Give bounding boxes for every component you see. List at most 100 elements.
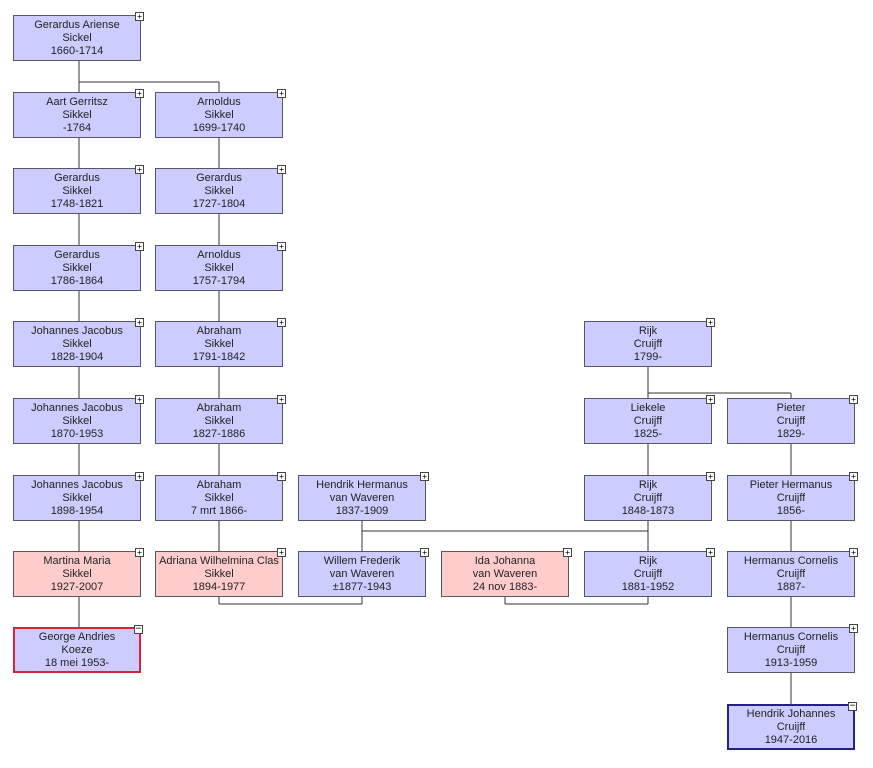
person-surname: Sikkel <box>62 262 92 274</box>
person-name: George Andries <box>38 631 116 643</box>
person-dates: 1870-1953 <box>50 428 104 440</box>
collapse-icon[interactable]: − <box>134 624 143 634</box>
person-surname: Sikkel <box>204 185 234 197</box>
collapse-icon[interactable]: − <box>848 701 857 711</box>
expand-icon[interactable]: + <box>849 548 858 557</box>
person-dates: 1791-1842 <box>192 351 246 363</box>
person-dates: 1825- <box>633 428 663 440</box>
person-name: Rijk <box>638 555 658 567</box>
person-name: Hendrik Hermanus <box>316 479 408 491</box>
expand-icon[interactable]: + <box>135 395 144 404</box>
person-surname: Cruijff <box>776 492 806 504</box>
person-surname: Sikkel <box>62 185 92 197</box>
person-dates: 1828-1904 <box>50 351 104 363</box>
person-name: Hermanus Cornelis <box>743 631 839 643</box>
person-dates: 1887- <box>776 581 806 593</box>
person-surname: Sikkel <box>204 109 234 121</box>
person-dates: 1748-1821 <box>50 198 104 210</box>
expand-icon[interactable]: + <box>420 548 429 557</box>
person-surname: Sikkel <box>204 338 234 350</box>
expand-icon[interactable]: + <box>420 472 429 481</box>
person-dates: 1827-1886 <box>192 428 246 440</box>
person-name: Abraham <box>196 479 242 491</box>
person-name: Arnoldus <box>197 249 241 261</box>
person-dates: 24 nov 1883- <box>472 581 538 593</box>
expand-icon[interactable]: + <box>706 395 715 404</box>
expand-icon[interactable]: + <box>849 395 858 404</box>
person-surname: Cruijff <box>633 338 663 350</box>
person-dates: 1727-1804 <box>192 198 246 210</box>
person-surname: Cruijff <box>776 721 806 733</box>
expand-icon[interactable]: + <box>849 472 858 481</box>
expand-icon[interactable]: + <box>135 165 144 174</box>
expand-icon[interactable]: + <box>706 472 715 481</box>
expand-icon[interactable]: + <box>277 165 286 174</box>
person-dates: 1757-1794 <box>192 275 246 287</box>
person-surname: Sikkel <box>204 568 234 580</box>
person-name: Adriana Wilhelmina Clas <box>159 555 279 567</box>
expand-icon[interactable]: + <box>135 472 144 481</box>
expand-icon[interactable]: + <box>563 548 572 557</box>
person-dates: ±1877-1943 <box>332 581 392 593</box>
expand-icon[interactable]: + <box>849 624 858 633</box>
person-surname: Sikkel <box>62 338 92 350</box>
person-surname: Koeze <box>61 644 93 656</box>
expand-icon[interactable]: + <box>706 548 715 557</box>
person-surname: Sikkel <box>204 415 234 427</box>
expand-icon[interactable]: + <box>277 548 286 557</box>
person-name: Aart Gerritsz <box>46 96 108 108</box>
expand-icon[interactable]: + <box>277 89 286 98</box>
person-name: Gerardus Ariense <box>34 19 120 31</box>
person-dates: 1786-1864 <box>50 275 104 287</box>
expand-icon[interactable]: + <box>135 89 144 98</box>
expand-icon[interactable]: + <box>277 472 286 481</box>
person-surname: Sikkel <box>62 492 92 504</box>
person-name: Arnoldus <box>197 96 241 108</box>
person-dates: 1913-1959 <box>764 657 818 669</box>
person-surname: Sikkel <box>62 415 92 427</box>
person-name: Gerardus <box>54 172 100 184</box>
expand-icon[interactable]: + <box>277 242 286 251</box>
expand-icon[interactable]: + <box>706 318 715 327</box>
expand-icon[interactable]: + <box>277 318 286 327</box>
expand-icon[interactable]: + <box>135 318 144 327</box>
expand-icon[interactable]: + <box>135 548 144 557</box>
person-dates: 1927-2007 <box>50 581 104 593</box>
expand-icon[interactable]: + <box>277 395 286 404</box>
expand-icon[interactable]: + <box>135 12 144 21</box>
person-name: Liekele <box>630 402 666 414</box>
person-dates: 1947-2016 <box>764 734 818 746</box>
person-dates: 1699-1740 <box>192 122 246 134</box>
expand-icon[interactable]: + <box>135 242 144 251</box>
